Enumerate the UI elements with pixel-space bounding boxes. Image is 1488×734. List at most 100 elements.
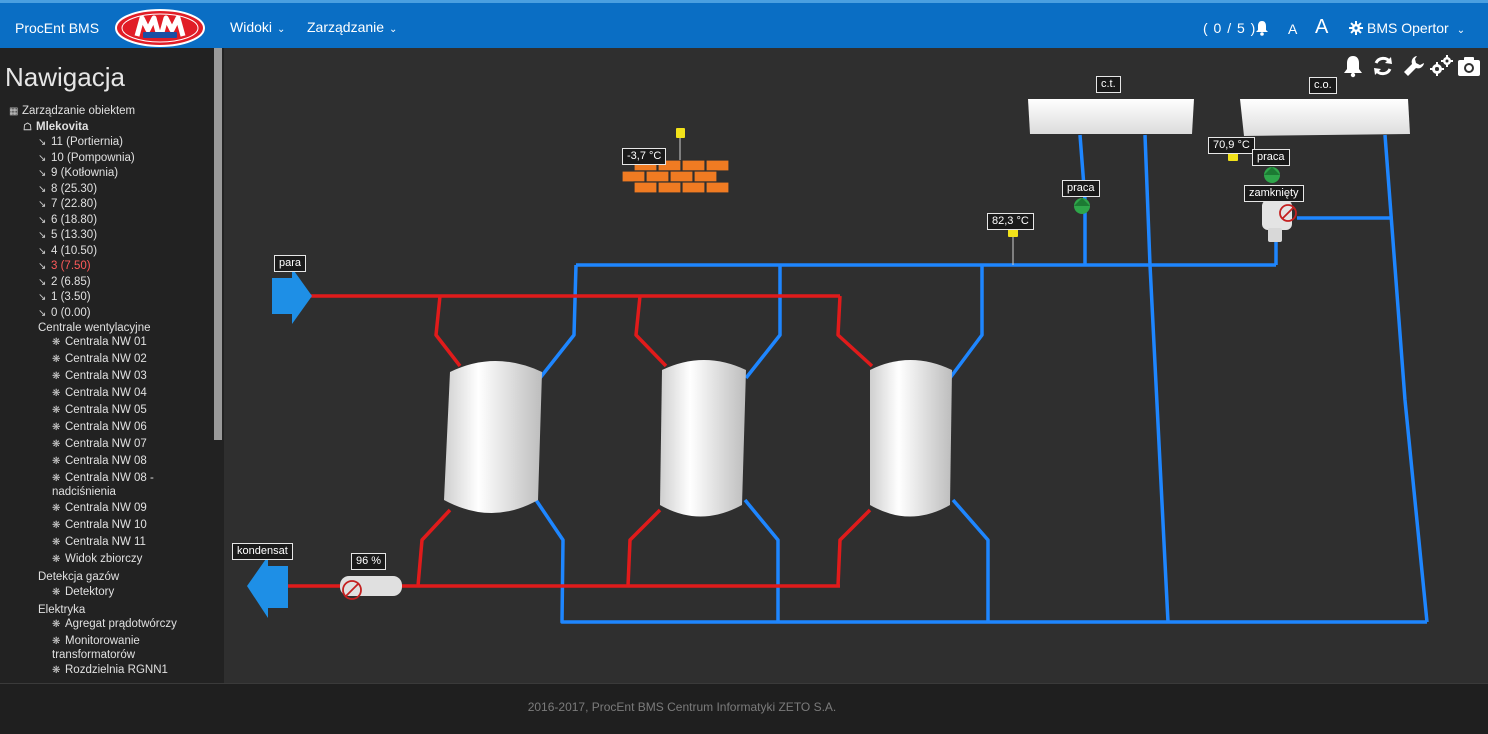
stairs-icon: ↘ [38, 215, 47, 226]
tree-group-electrical[interactable]: Elektryka [38, 603, 85, 617]
fan-icon: ❋ [52, 473, 61, 484]
tree-label: Widok zbiorczy [65, 553, 143, 565]
menu-widoki[interactable]: Widoki⌄ [230, 19, 285, 35]
tree-floor-5[interactable]: ↘5 (13.30) [38, 228, 97, 243]
tree-label: Centrala NW 09 [65, 502, 147, 514]
tree-floor-3[interactable]: ↘3 (7.50) [38, 259, 91, 274]
tree-item-nw09[interactable]: ❋ Centrala NW 09 [52, 501, 147, 516]
sidebar-scrollbar[interactable] [214, 48, 222, 440]
tree-root-object-management[interactable]: ▦Zarządzanie obiektem [9, 104, 135, 119]
tree-item-nw08-overpressure[interactable]: ❋ Centrala NW 08 - [52, 471, 154, 486]
camera-icon[interactable] [1456, 54, 1482, 78]
user-menu[interactable]: BMS Opertor⌄ [1349, 20, 1465, 36]
tree-label: Centrala NW 03 [65, 370, 147, 382]
ct-label[interactable]: c.t. [1096, 76, 1121, 93]
bell-icon[interactable] [1341, 54, 1365, 78]
steam-label[interactable]: para [274, 255, 307, 272]
fan-icon: ❋ [52, 337, 61, 348]
stairs-icon: ↘ [38, 230, 47, 241]
fan-icon: ❋ [52, 587, 61, 598]
tree-floor-2[interactable]: ↘2 (6.85) [38, 275, 91, 290]
user-name: BMS Opertor [1367, 20, 1449, 36]
app-brand[interactable]: ProcEnt BMS [15, 20, 100, 36]
tree-item-nw04[interactable]: ❋Centrala NW 04 [52, 386, 147, 401]
font-size-decrease-button[interactable]: A [1288, 21, 1298, 37]
tree-label: Rozdzielnia RGNN1 [65, 664, 168, 676]
tree-label: Centrala NW 02 [65, 353, 147, 365]
fan-icon: ❋ [52, 388, 61, 399]
tree-item-nw11[interactable]: ❋Centrala NW 11 [52, 535, 146, 550]
stairs-icon: ↘ [38, 308, 47, 319]
tree-item-nw01[interactable]: ❋ Centrala NW 01 [52, 335, 147, 350]
settings-gears-icon[interactable] [1428, 54, 1454, 78]
tree-label: Detekcja gazów [38, 571, 120, 583]
chevron-down-icon: ⌄ [389, 24, 398, 35]
tree-group-gas-detection[interactable]: Detekcja gazów [38, 570, 119, 584]
fan-icon: ❋ [52, 636, 61, 647]
tree-label: Agregat prądotwórczy [65, 618, 177, 630]
tree-floor-8[interactable]: ↘8 (25.30) [38, 182, 97, 197]
tree-label: Elektryka [38, 604, 86, 616]
tree-item-nw08-overpressure-line2[interactable]: nadciśnienia [52, 485, 116, 499]
fan-icon: ❋ [52, 665, 61, 676]
co-temp-value[interactable]: 70,9 °C [1208, 137, 1255, 154]
tree-label: Centrala NW 01 [65, 336, 147, 348]
tree-floor-4[interactable]: ↘4 (10.50) [38, 244, 97, 259]
footer: 2016-2017, ProcEnt BMS Centrum Informaty… [0, 683, 1488, 734]
tree-label: Centrala NW 11 [65, 536, 146, 548]
menu-widoki-label: Widoki [230, 19, 273, 35]
tree-label: Centrala NW 08 - [65, 472, 154, 484]
pump-co-status[interactable]: praca [1252, 149, 1290, 166]
tree-label: Centrale wentylacyjne [38, 322, 151, 334]
co-label[interactable]: c.o. [1309, 77, 1337, 94]
tree-floor-11[interactable]: ↘11 (Portiernia) [38, 135, 123, 150]
fan-icon: ❋ [52, 439, 61, 450]
tree-item-transformer-monitoring[interactable]: ❋ Monitorowanie [52, 634, 140, 649]
tree-label: Monitorowanie [65, 635, 140, 647]
tree-floor-7[interactable]: ↘7 (22.80) [38, 197, 97, 212]
tree-label: Centrala NW 05 [65, 404, 147, 416]
tree-item-transformer-monitoring-line2[interactable]: transformatorów [52, 648, 135, 662]
factory-icon: ☖ [23, 122, 32, 133]
tree-item-nw02[interactable]: ❋Centrala NW 02 [52, 352, 147, 367]
supply-temp-value[interactable]: 82,3 °C [987, 213, 1034, 230]
tree-label: transformatorów [52, 649, 136, 661]
building-icon: ▦ [9, 106, 19, 117]
tree-item-nw03[interactable]: ❋Centrala NW 03 [52, 369, 147, 384]
tree-item-switchboard-rgnn1[interactable]: ❋ Rozdzielnia RGNN1 [52, 663, 168, 678]
tree-floor-0[interactable]: ↘0 (0.00) [38, 306, 91, 321]
tree-item-detectors[interactable]: ❋ Detektory [52, 585, 114, 600]
tree-item-nw06[interactable]: ❋Centrala NW 06 [52, 420, 147, 435]
tree-label: 9 (Kotłownia) [51, 167, 119, 179]
menu-zarzadzanie[interactable]: Zarządzanie⌄ [307, 19, 397, 35]
tree-label: 4 (10.50) [51, 245, 98, 257]
tree-item-nw08[interactable]: ❋Centrala NW 08 [52, 454, 147, 469]
valve-condensate-percent[interactable]: 96 % [351, 553, 387, 570]
stairs-icon: ↘ [38, 261, 47, 272]
tree-label: nadciśnienia [52, 486, 116, 498]
stairs-icon: ↘ [38, 199, 47, 210]
tree-group-ventilation[interactable]: Centrale wentylacyjne [38, 321, 151, 335]
tree-floor-10[interactable]: ↘10 (Pompownia) [38, 151, 135, 166]
tree-floor-1[interactable]: ↘1 (3.50) [38, 290, 91, 305]
tree-item-nw05[interactable]: ❋Centrala NW 05 [52, 403, 147, 418]
mlekovita-logo [115, 9, 205, 47]
outdoor-temp-value[interactable]: -3,7 °C [622, 148, 667, 165]
tree-site-mlekovita[interactable]: ☖Mlekovita [23, 120, 88, 135]
bell-icon[interactable] [1254, 20, 1270, 36]
refresh-icon[interactable] [1371, 54, 1395, 78]
font-size-increase-button[interactable]: A [1315, 16, 1329, 38]
valve-co-status[interactable]: zamknięty [1244, 185, 1304, 202]
tree-label: Detektory [65, 586, 115, 598]
condensate-label[interactable]: kondensat [232, 543, 293, 560]
alarm-counter[interactable]: ( 0 / 5 ) [1203, 20, 1257, 36]
tree-floor-6[interactable]: ↘6 (18.80) [38, 213, 97, 228]
fan-icon: ❋ [52, 503, 61, 514]
tree-floor-9[interactable]: ↘9 (Kotłownia) [38, 166, 118, 181]
tree-item-generator[interactable]: ❋Agregat prądotwórczy [52, 617, 177, 632]
wrench-icon[interactable] [1402, 54, 1426, 78]
tree-item-summary-view[interactable]: ❋Widok zbiorczy [52, 552, 142, 567]
pump-ct-status[interactable]: praca [1062, 180, 1100, 197]
tree-item-nw07[interactable]: ❋Centrala NW 07 [52, 437, 147, 452]
tree-item-nw10[interactable]: ❋Centrala NW 10 [52, 518, 147, 533]
